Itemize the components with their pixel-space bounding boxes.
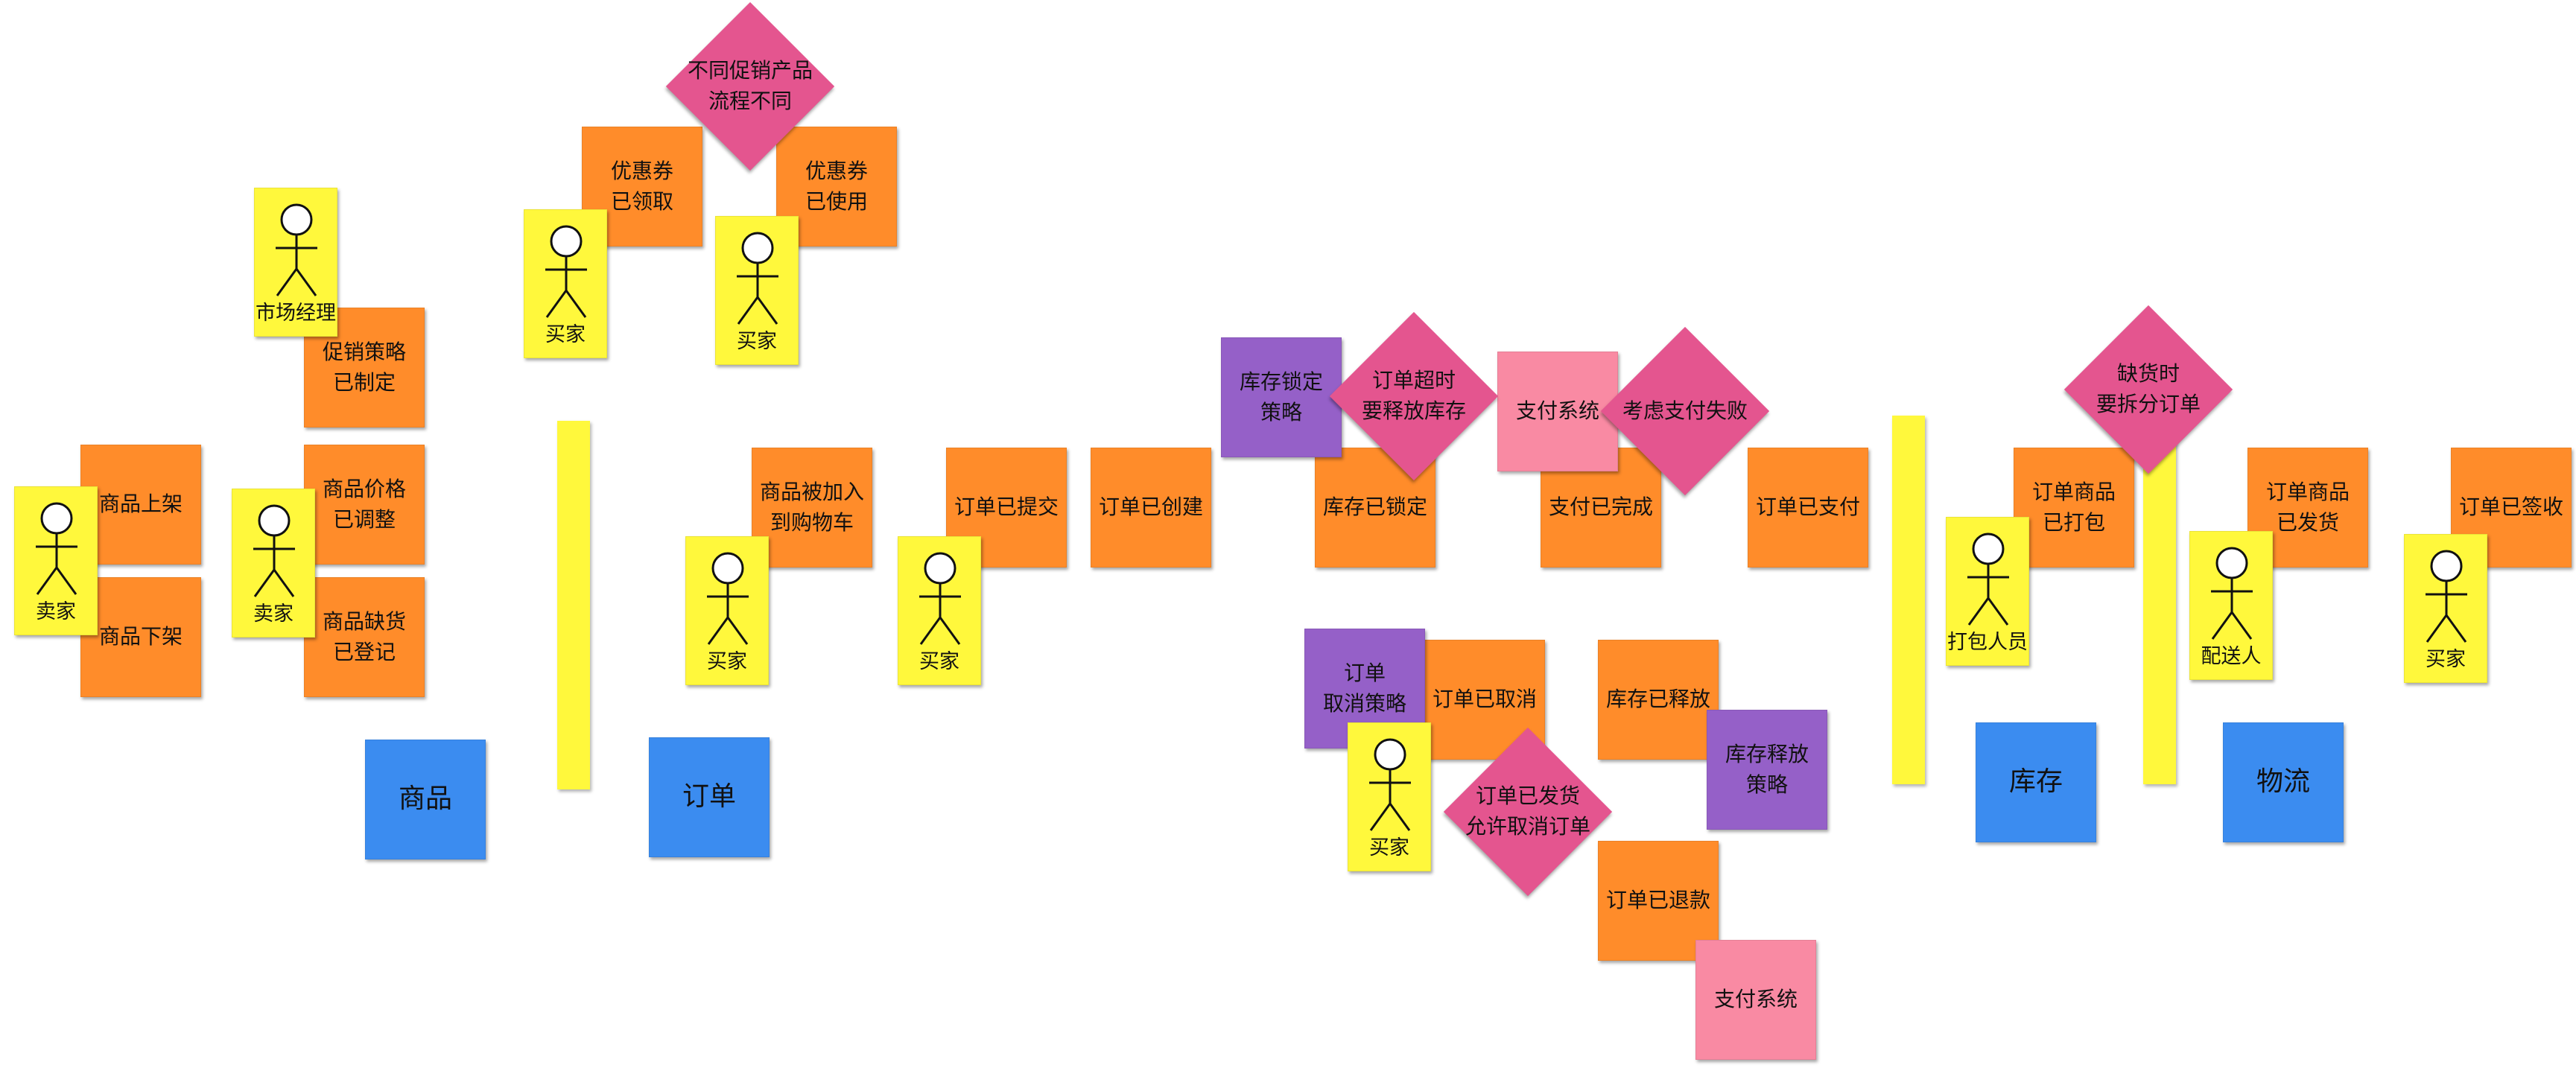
actor-label: 买家 [1369, 836, 1409, 859]
actor-buyer-6: 买家 [2404, 534, 2487, 683]
stick-figure-icon [545, 225, 587, 318]
sticky-payment-system-2: 支付系统 [1695, 940, 1816, 1060]
stick-figure-icon [737, 232, 778, 325]
actor-label: 买家 [545, 323, 586, 346]
pivotal-bar-2 [1892, 416, 1925, 784]
sticky-shelf-on: 商品上架 [80, 445, 201, 565]
stick-figure-icon [707, 552, 749, 645]
stick-figure-icon [1967, 533, 2009, 626]
actor-packer: 打包人员 [1946, 517, 2029, 666]
actor-label: 买家 [737, 330, 777, 353]
hotspot-timeout-release: 订单超时 要释放库存 [1361, 368, 1466, 423]
actor-label: 打包人员 [1947, 631, 2028, 654]
sticky-aggregate-logistics: 物流 [2223, 722, 2344, 842]
actor-label: 买家 [919, 650, 959, 673]
sticky-aggregate-order: 订单 [649, 737, 770, 857]
pivotal-bar-1 [557, 421, 590, 789]
sticky-added-to-cart: 商品被加入 到购物车 [752, 448, 872, 568]
actor-label: 卖家 [253, 603, 294, 626]
sticky-stock-released: 库存已释放 [1598, 640, 1719, 760]
sticky-price-adjusted: 商品价格 已调整 [304, 445, 425, 565]
stick-figure-icon [2211, 547, 2253, 640]
sticky-coupon-used: 优惠券 已使用 [776, 127, 897, 247]
actor-label: 卖家 [36, 600, 76, 623]
actor-courier: 配送人 [2189, 531, 2273, 680]
actor-label: 买家 [707, 650, 747, 673]
hotspot-shipped-cancel: 订单已发货 允许取消订单 [1465, 783, 1590, 839]
sticky-order-created: 订单已创建 [1091, 448, 1211, 568]
actor-buyer-1: 买家 [524, 209, 607, 358]
sticky-stock-lock-policy: 库存锁定 策略 [1221, 337, 1342, 457]
actor-label: 市场经理 [256, 302, 336, 325]
actor-buyer-5: 买家 [1348, 722, 1431, 871]
hotspot-promo-flow: 不同促销产品 流程不同 [687, 58, 813, 113]
sticky-promo-made: 促销策略 已制定 [304, 308, 425, 427]
sticky-payment-system-1: 支付系统 [1497, 352, 1618, 471]
sticky-order-cancelled: 订单已取消 [1424, 640, 1545, 760]
stick-figure-icon [253, 504, 295, 597]
actor-seller-2: 卖家 [232, 489, 315, 638]
actor-buyer-4: 买家 [898, 536, 981, 685]
sticky-stockout-logged: 商品缺货 已登记 [304, 577, 425, 697]
actor-seller-1: 卖家 [14, 486, 98, 635]
sticky-items-shipped: 订单商品 已发货 [2247, 448, 2368, 568]
stick-figure-icon [919, 552, 961, 645]
stick-figure-icon [2426, 550, 2467, 643]
stick-figure-icon [1369, 738, 1411, 831]
sticky-aggregate-inventory: 库存 [1976, 722, 2096, 842]
sticky-aggregate-product: 商品 [365, 740, 486, 859]
actor-buyer-3: 买家 [685, 536, 769, 685]
actor-marketing-manager: 市场经理 [254, 188, 337, 337]
sticky-order-refunded: 订单已退款 [1598, 841, 1719, 961]
sticky-release-policy: 库存释放 策略 [1707, 710, 1827, 830]
stick-figure-icon [276, 203, 317, 296]
hotspot-payment-failure: 考虑支付失败 [1622, 398, 1748, 423]
hotspot-split-order: 缺货时 要拆分订单 [2096, 361, 2201, 416]
stick-figure-icon [36, 502, 77, 595]
sticky-order-paid: 订单已支付 [1748, 448, 1868, 568]
actor-label: 买家 [2426, 648, 2466, 671]
sticky-shelf-off: 商品下架 [80, 577, 201, 697]
sticky-items-packed: 订单商品 已打包 [2014, 448, 2134, 568]
actor-buyer-2: 买家 [715, 216, 799, 365]
actor-label: 配送人 [2201, 645, 2262, 668]
